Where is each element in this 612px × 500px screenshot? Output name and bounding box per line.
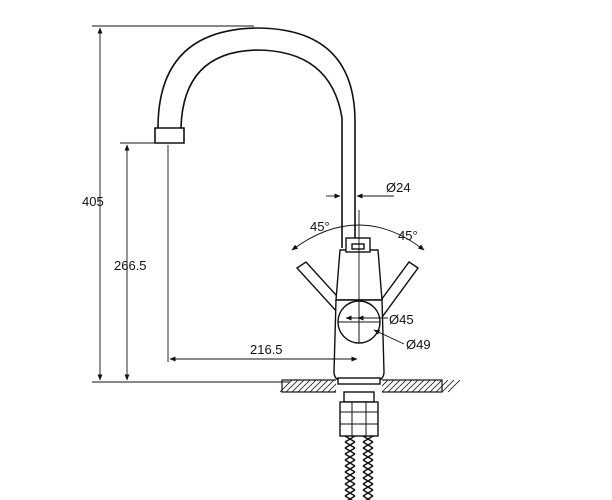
dimension-label-216-5: 216.5 <box>250 342 283 357</box>
dimension-body-diameter-49: Ø49 <box>373 329 431 352</box>
dimension-spout-diameter: Ø24 <box>326 180 411 199</box>
dimension-handle-angle: 45° 45° <box>291 210 425 300</box>
dimension-label-405: 405 <box>82 194 104 209</box>
dimension-label-d49: Ø49 <box>406 337 431 352</box>
dimension-label-45-right: 45° <box>398 228 418 243</box>
dimension-label-266-5: 266.5 <box>114 258 147 273</box>
dimension-total-height: 405 <box>82 25 290 383</box>
spout <box>154 27 356 248</box>
dimension-spout-height: 266.5 <box>114 142 155 381</box>
dimension-label-45-left: 45° <box>310 219 330 234</box>
dimension-body-diameter-45: Ø45 <box>345 312 414 327</box>
supply-hoses <box>344 435 374 500</box>
mounting-shank <box>339 391 379 437</box>
dimension-label-d24: Ø24 <box>386 180 411 195</box>
dimension-label-d45: Ø45 <box>389 312 414 327</box>
dimension-spout-reach: 216.5 <box>167 145 358 362</box>
